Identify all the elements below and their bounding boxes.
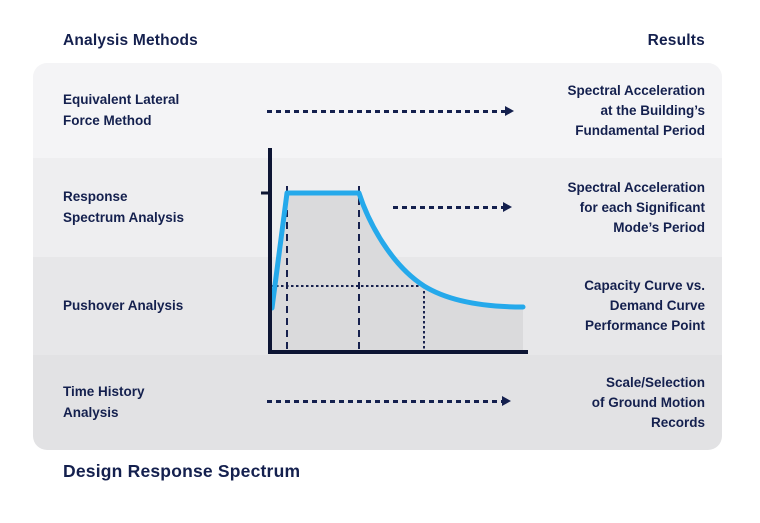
dashed-arrow-icon: [267, 400, 502, 403]
method-label: Equivalent Lateral Force Method: [63, 92, 180, 128]
result-text: Capacity Curve vs. Demand Curve Performa…: [584, 278, 705, 333]
row-time-history: Time History Analysis Scale/Selection of…: [33, 355, 722, 450]
method-rows-panel: Equivalent Lateral Force Method Spectral…: [33, 63, 722, 450]
analysis-methods-header: Analysis Methods: [63, 32, 198, 49]
dashed-arrow-icon: [393, 206, 503, 209]
row-response-spectrum: Response Spectrum Analysis Spectral Acce…: [33, 158, 722, 257]
method-label: Pushover Analysis: [63, 297, 184, 313]
chart-caption: Design Response Spectrum: [63, 461, 301, 481]
result-text: Scale/Selection of Ground Motion Records: [591, 374, 705, 430]
row-equivalent-lateral-force: Equivalent Lateral Force Method Spectral…: [33, 63, 722, 158]
method-label: Response Spectrum Analysis: [63, 189, 185, 225]
results-header: Results: [647, 32, 705, 49]
method-label: Time History Analysis: [63, 384, 145, 420]
result-text: Spectral Acceleration at the Building’s …: [567, 82, 705, 138]
row-pushover: Pushover Analysis Capacity Curve vs. Dem…: [33, 257, 722, 355]
dashed-arrow-icon: [267, 110, 505, 113]
result-text: Spectral Acceleration for each Significa…: [567, 179, 705, 235]
